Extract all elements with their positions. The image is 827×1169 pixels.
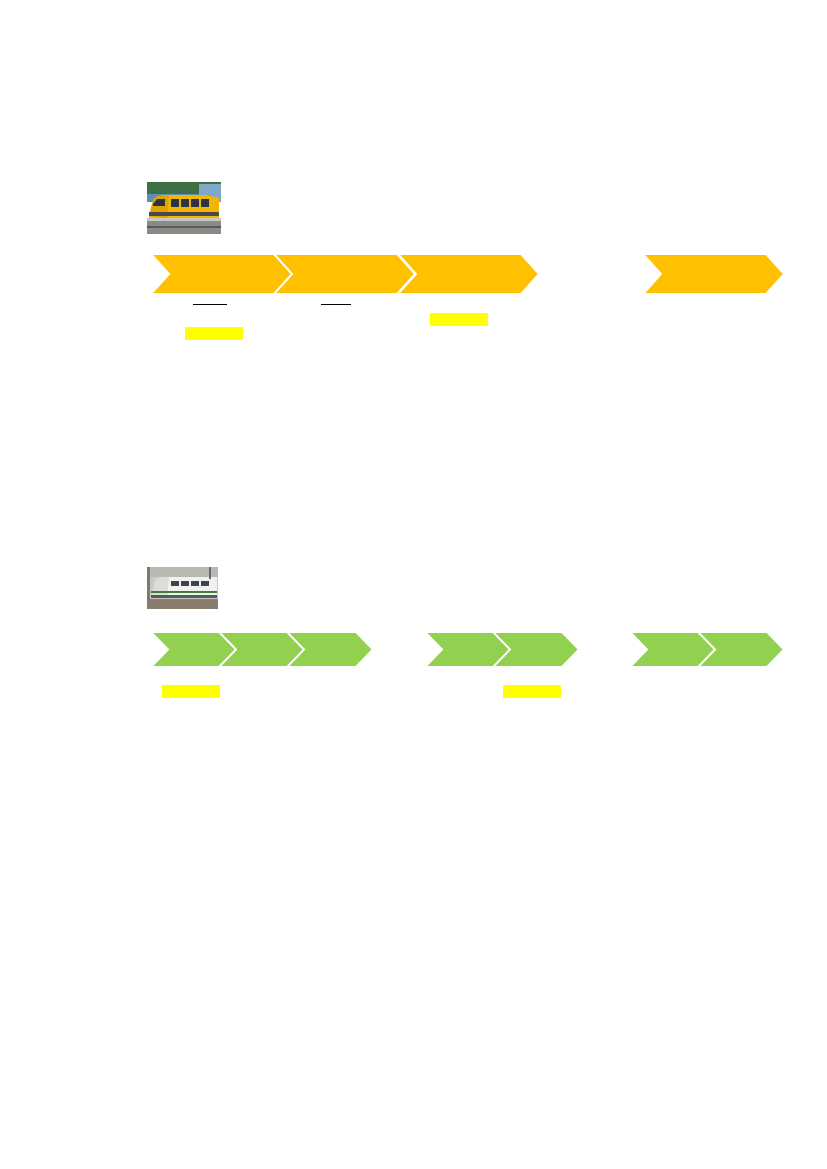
highlight-1 <box>430 313 488 326</box>
train-photo-white <box>147 567 218 609</box>
highlight-2 <box>185 327 243 340</box>
yellow-train-icon <box>147 182 221 234</box>
underline-1 <box>193 304 227 305</box>
highlight-4 <box>503 685 561 698</box>
chevron-5-green <box>492 631 587 669</box>
chevron-4-orange <box>642 253 790 295</box>
chevron-1-orange <box>150 253 285 295</box>
white-train-icon <box>147 567 218 609</box>
highlight-3 <box>162 685 220 698</box>
chevron-7-green <box>697 631 789 669</box>
train-photo-yellow <box>147 182 221 234</box>
chevron-3-green <box>286 631 381 669</box>
underline-2 <box>321 304 351 305</box>
chevron-3-orange <box>397 253 545 295</box>
